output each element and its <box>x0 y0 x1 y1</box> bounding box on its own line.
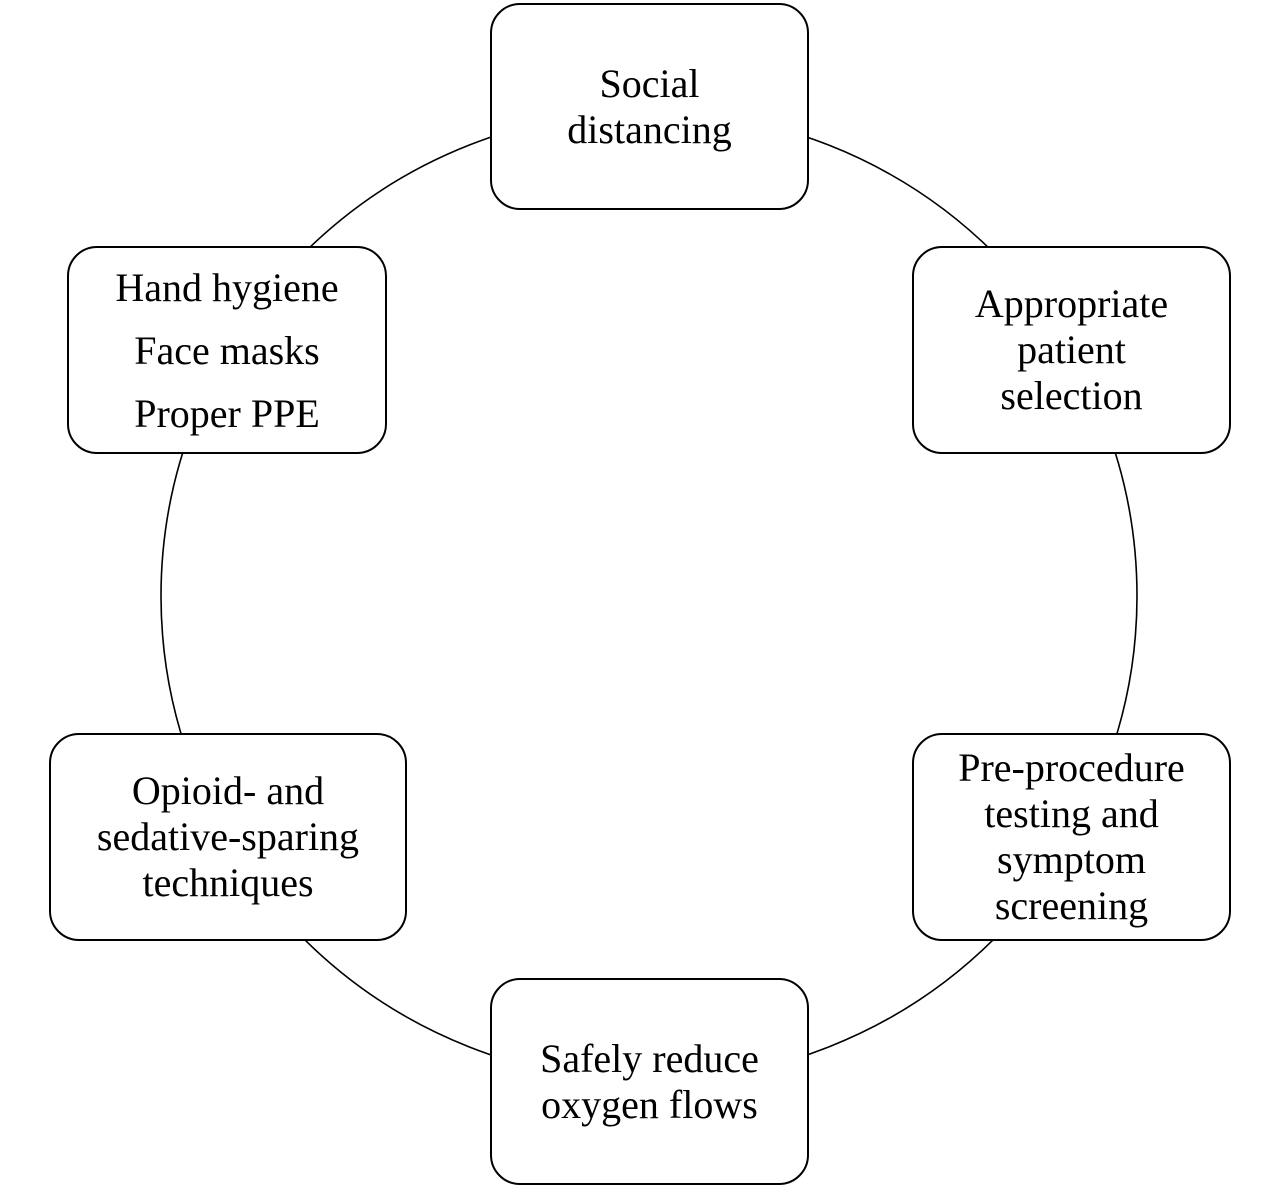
node-text-line: Face masks <box>134 327 320 373</box>
node-text-line: oxygen flows <box>541 1081 758 1127</box>
node-text-line: selection <box>1000 373 1143 418</box>
node-text-line: screening <box>994 883 1149 928</box>
node-text-line: distancing <box>567 106 732 152</box>
node-text-line: Social <box>599 60 700 106</box>
preprocedure-testing-node: Pre-procedure testing and symptom screen… <box>912 733 1231 941</box>
reduce-oxygen-node: Safely reduce oxygen flows <box>490 978 809 1185</box>
node-text-line: Safely reduce <box>540 1035 759 1081</box>
node-text-line: sedative-sparing <box>96 814 360 859</box>
node-text-line: Proper PPE <box>134 390 320 436</box>
hygiene-ppe-node: Hand hygiene Face masks Proper PPE <box>67 246 387 454</box>
node-text-line: Opioid- and <box>131 768 325 813</box>
node-text-line: Pre-procedure <box>958 745 1185 790</box>
node-text-line: symptom <box>997 837 1146 882</box>
social-distancing-node: Social distancing <box>490 3 809 210</box>
opioid-sparing-node: Opioid- and sedative-sparing techniques <box>49 733 407 941</box>
node-text-line: Hand hygiene <box>115 264 339 310</box>
node-text-line: testing and <box>984 791 1159 836</box>
node-text-line: techniques <box>142 860 314 905</box>
patient-selection-node: Appropriate patient selection <box>912 246 1231 454</box>
node-text-line: Appropriate <box>974 281 1169 326</box>
node-text-line: patient <box>1017 327 1126 372</box>
